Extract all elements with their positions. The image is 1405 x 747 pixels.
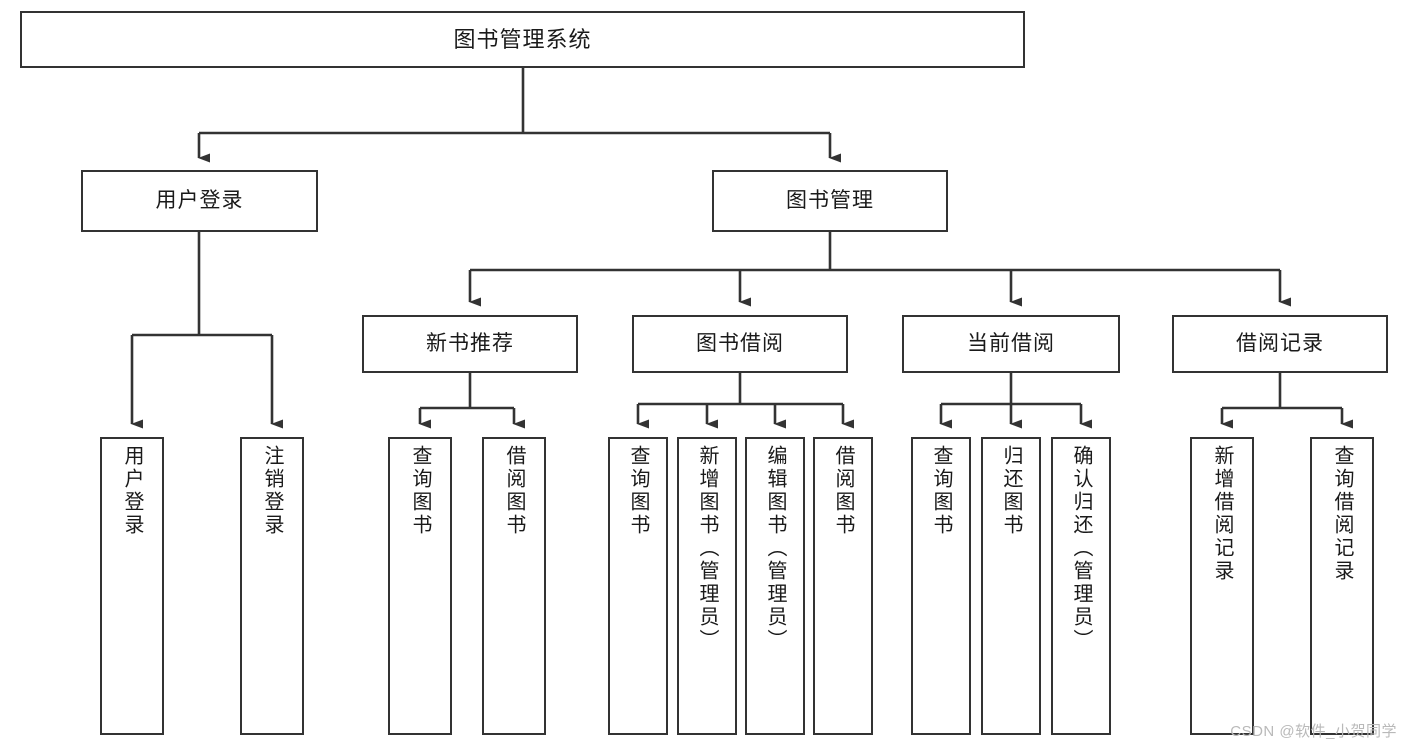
leaf-add-book-label: 新增图书（管理员） — [696, 445, 718, 652]
leaf-query-book-2-label: 查询图书 — [627, 445, 649, 537]
leaf-query-book-1: 查询图书 — [388, 437, 452, 735]
node-user-login: 用户登录 — [81, 170, 318, 232]
node-current-borrow: 当前借阅 — [902, 315, 1120, 373]
leaf-user-login-label: 用户登录 — [121, 445, 143, 537]
leaf-add-borrow-record-label: 新增借阅记录 — [1211, 445, 1233, 583]
leaf-query-book-2: 查询图书 — [608, 437, 668, 735]
leaf-confirm-return: 确认归还（管理员） — [1051, 437, 1111, 735]
node-new-book-recommend-label: 新书推荐 — [426, 331, 514, 355]
leaf-borrow-book-1: 借阅图书 — [482, 437, 546, 735]
leaf-add-book: 新增图书（管理员） — [677, 437, 737, 735]
node-root: 图书管理系统 — [20, 11, 1025, 68]
node-borrow-record: 借阅记录 — [1172, 315, 1388, 373]
node-book-borrow-label: 图书借阅 — [696, 331, 784, 355]
leaf-query-book-3-label: 查询图书 — [930, 445, 952, 537]
node-book-management: 图书管理 — [712, 170, 948, 232]
leaf-borrow-book-2: 借阅图书 — [813, 437, 873, 735]
node-root-label: 图书管理系统 — [453, 26, 592, 52]
leaf-confirm-return-label: 确认归还（管理员） — [1070, 445, 1092, 652]
node-book-management-label: 图书管理 — [786, 188, 874, 212]
node-new-book-recommend: 新书推荐 — [362, 315, 578, 373]
leaf-query-borrow-record-label: 查询借阅记录 — [1331, 445, 1353, 583]
watermark: CSDN @软件_小贺同学 — [1230, 723, 1397, 740]
leaf-user-login: 用户登录 — [100, 437, 164, 735]
leaf-borrow-book-2-label: 借阅图书 — [832, 445, 854, 537]
leaf-return-book-label: 归还图书 — [1000, 445, 1022, 537]
node-user-login-label: 用户登录 — [155, 188, 244, 212]
leaf-query-book-1-label: 查询图书 — [409, 445, 431, 537]
leaf-add-borrow-record: 新增借阅记录 — [1190, 437, 1254, 735]
leaf-query-borrow-record: 查询借阅记录 — [1310, 437, 1374, 735]
node-borrow-record-label: 借阅记录 — [1236, 331, 1324, 355]
node-book-borrow: 图书借阅 — [632, 315, 848, 373]
leaf-logout-label: 注销登录 — [261, 445, 283, 537]
leaf-borrow-book-1-label: 借阅图书 — [503, 445, 525, 537]
node-current-borrow-label: 当前借阅 — [967, 331, 1055, 355]
leaf-edit-book-label: 编辑图书（管理员） — [764, 445, 786, 652]
leaf-logout: 注销登录 — [240, 437, 304, 735]
leaf-edit-book: 编辑图书（管理员） — [745, 437, 805, 735]
leaf-return-book: 归还图书 — [981, 437, 1041, 735]
leaf-query-book-3: 查询图书 — [911, 437, 971, 735]
